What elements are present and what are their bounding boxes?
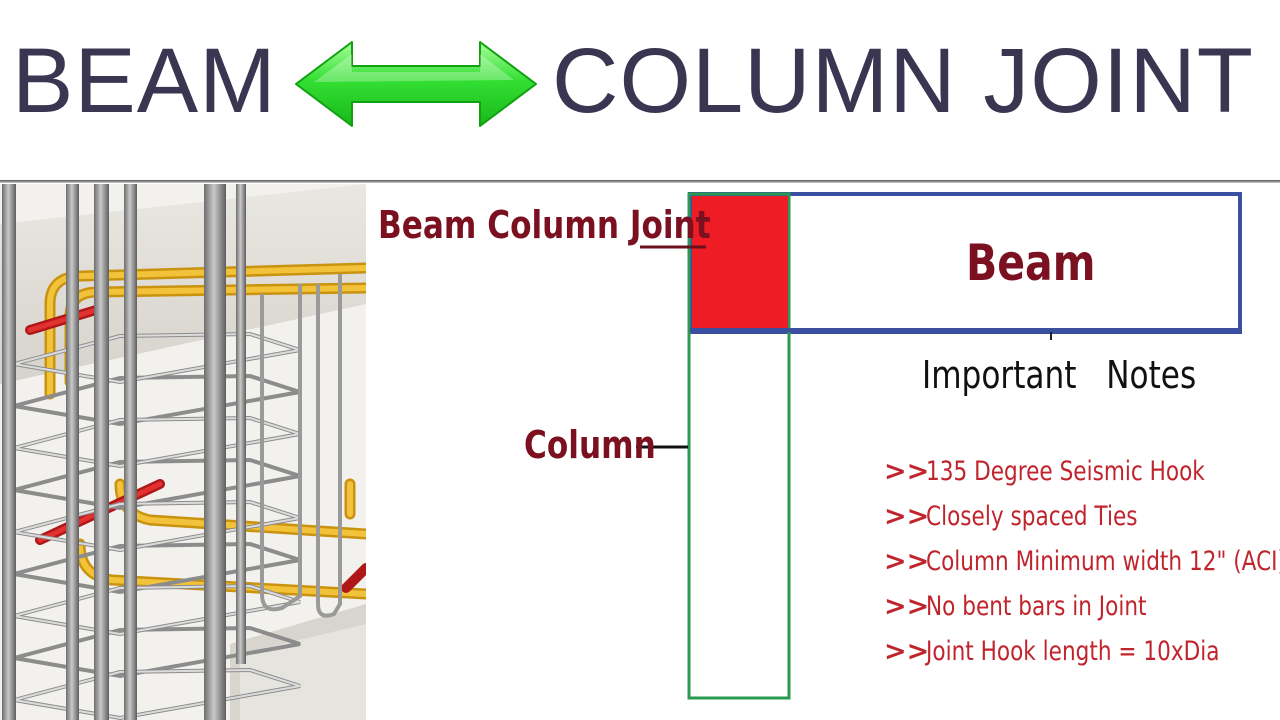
rebar-cage-illustration <box>0 184 366 720</box>
important-notes-heading: Important Notes <box>922 353 1197 397</box>
notes-list: >>135 Degree Seismic Hook >>Closely spac… <box>884 452 1280 677</box>
bullet-marker: >> <box>884 591 930 622</box>
list-item: >>135 Degree Seismic Hook <box>884 452 1280 497</box>
header-divider <box>0 180 1280 183</box>
joint-schematic <box>366 184 1280 720</box>
joint-block <box>692 196 788 328</box>
list-item: >>Joint Hook length = 10xDia <box>884 632 1280 677</box>
title-banner: BEAM COLUMN JOINT <box>0 0 1280 182</box>
title-beam: BEAM <box>12 30 277 132</box>
list-item: >>Closely spaced Ties <box>884 497 1280 542</box>
column-label: Column <box>524 423 656 467</box>
list-item: >>Column Minimum width 12" (ACI) <box>884 542 1280 587</box>
bullet-marker: >> <box>884 456 930 487</box>
bullet-marker: >> <box>884 636 930 667</box>
beam-label: Beam <box>966 234 1096 292</box>
title-column-joint: COLUMN JOINT <box>552 30 1254 132</box>
column-outline <box>687 192 791 700</box>
double-arrow-icon <box>295 41 537 127</box>
list-item: >>No bent bars in Joint <box>884 587 1280 632</box>
bullet-marker: >> <box>884 501 930 532</box>
bullet-marker: >> <box>884 546 930 577</box>
beam-column-joint-label: Beam Column Joint <box>378 203 711 247</box>
